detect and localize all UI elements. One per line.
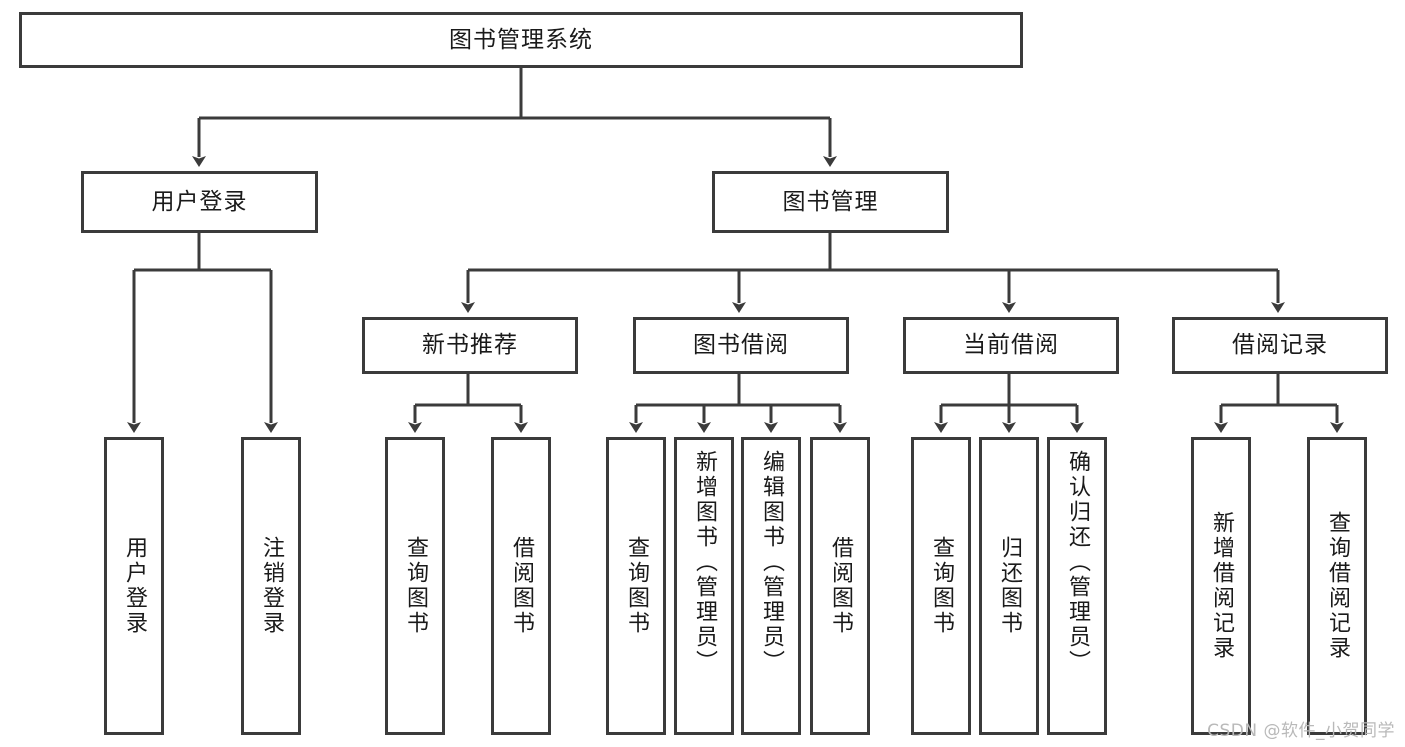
- node-label: 归还图书: [997, 536, 1022, 636]
- node-label: 注销登录: [259, 536, 284, 636]
- leaf-user-logout[interactable]: 注销登录: [241, 437, 301, 735]
- node-label: 新增借阅记录: [1209, 511, 1234, 661]
- node-user-login[interactable]: 用户登录: [81, 171, 318, 233]
- leaf-borrow-book-recommend[interactable]: 借阅图书: [491, 437, 551, 735]
- leaf-query-book-recommend[interactable]: 查询图书: [385, 437, 445, 735]
- leaf-return-book[interactable]: 归还图书: [979, 437, 1039, 735]
- node-label: 编辑图书（管理员）: [759, 450, 784, 675]
- leaf-add-book-admin[interactable]: 新增图书（管理员）: [674, 437, 734, 735]
- node-label: 借阅图书: [828, 536, 853, 636]
- node-label: 新书推荐: [422, 332, 518, 359]
- leaf-borrow-book[interactable]: 借阅图书: [810, 437, 870, 735]
- node-label: 查询图书: [929, 536, 954, 636]
- node-label: 用户登录: [151, 188, 248, 215]
- leaf-user-login[interactable]: 用户登录: [104, 437, 164, 735]
- node-new-book-recommend[interactable]: 新书推荐: [362, 317, 578, 374]
- node-book-management[interactable]: 图书管理: [712, 171, 949, 233]
- node-label: 当前借阅: [963, 332, 1059, 359]
- node-label: 借阅图书: [509, 536, 534, 636]
- leaf-query-book-borrow[interactable]: 查询图书: [606, 437, 666, 735]
- node-label: 图书借阅: [693, 332, 789, 359]
- node-label: 图书管理系统: [449, 26, 593, 53]
- node-label: 借阅记录: [1232, 332, 1328, 359]
- node-book-borrow[interactable]: 图书借阅: [633, 317, 849, 374]
- node-label: 图书管理: [782, 188, 879, 215]
- node-label: 用户登录: [122, 536, 147, 636]
- node-borrow-record[interactable]: 借阅记录: [1172, 317, 1388, 374]
- node-root-book-management-system[interactable]: 图书管理系统: [19, 12, 1023, 68]
- node-label: 查询借阅记录: [1325, 511, 1350, 661]
- node-label: 确认归还（管理员）: [1065, 450, 1090, 675]
- node-label: 新增图书（管理员）: [692, 450, 717, 675]
- watermark-text: CSDN @软件_小贺同学: [1207, 721, 1395, 741]
- leaf-query-borrow-record[interactable]: 查询借阅记录: [1307, 437, 1367, 735]
- leaf-query-book-current[interactable]: 查询图书: [911, 437, 971, 735]
- leaf-add-borrow-record[interactable]: 新增借阅记录: [1191, 437, 1251, 735]
- node-label: 查询图书: [624, 536, 649, 636]
- node-current-borrow[interactable]: 当前借阅: [903, 317, 1119, 374]
- leaf-edit-book-admin[interactable]: 编辑图书（管理员）: [741, 437, 801, 735]
- node-label: 查询图书: [403, 536, 428, 636]
- leaf-confirm-return-admin[interactable]: 确认归还（管理员）: [1047, 437, 1107, 735]
